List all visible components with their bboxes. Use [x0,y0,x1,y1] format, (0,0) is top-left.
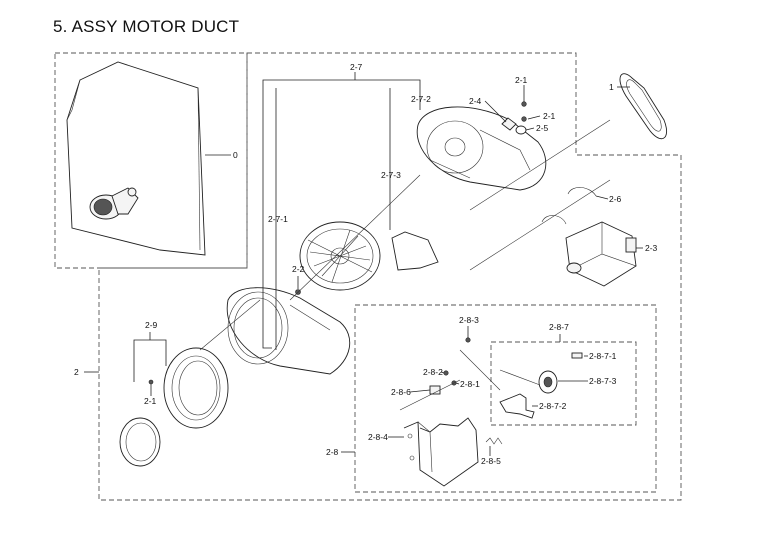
label-2-8-5: 2-8-5 [481,456,501,466]
part-2-8-7-1-shaft [571,352,583,359]
part-2-8-3-screw [465,337,471,343]
part-2-7-2-duct-housing-rear [416,106,547,191]
label-2-8-6: 2-8-6 [391,387,411,397]
label-2-8-1: 2-8-1 [460,379,480,389]
label-2-7-3: 2-7-3 [381,170,401,180]
label-2-7-2: 2-7-2 [411,94,431,104]
part-2-1-screw-mid [521,116,527,122]
assembly-paths [199,119,611,411]
label-2-8: 2-8 [326,447,339,457]
part-2-5-idler-pulley [515,125,527,135]
part-0-dryer-cabinet [66,61,206,256]
page-title: 5. ASSY MOTOR DUCT [53,17,240,36]
label-2-1-top: 2-1 [515,75,528,85]
frame-assembly-2-8 [354,304,657,493]
part-blower-impeller [299,221,381,291]
label-2-3: 2-3 [645,243,658,253]
label-2-8-7-1: 2-8-7-1 [589,351,617,361]
leader-lines [84,72,643,456]
part-2-8-7-2-plate [499,393,535,419]
part-2-7-3-duct-flap [391,231,439,271]
label-2-8-7: 2-8-7 [549,322,569,332]
label-2-7-1: 2-7-1 [268,214,288,224]
label-2-8-3: 2-8-3 [459,315,479,325]
label-2: 2 [74,367,79,377]
label-2-1-ring: 2-1 [144,396,157,406]
part-2-8-4-motor-bracket [403,417,479,487]
label-1: 1 [609,82,614,92]
part-2-9-duct-ring [163,347,229,429]
label-2-6: 2-6 [609,194,622,204]
frame-assembly-0 [54,52,248,269]
label-2-5: 2-5 [536,123,549,133]
label-2-8-7-3: 2-8-7-3 [589,376,617,386]
frame-assembly-2 [98,52,682,501]
part-2-8-5-spring [485,437,503,445]
part-1-belt [619,73,668,140]
label-2-8-2: 2-8-2 [423,367,443,377]
label-2-8-7-2: 2-8-7-2 [539,401,567,411]
part-2-1-screw-top [521,101,527,107]
label-0: 0 [233,150,238,160]
part-2-8-2-screw [443,370,449,376]
label-2-9: 2-9 [145,320,158,330]
part-2-6-clip-lower [541,215,567,225]
part-2-1-screw-ring [148,379,154,385]
part-2-9-seal-ring [119,417,161,467]
frame-assembly-2-8-7 [490,341,637,426]
label-2-4: 2-4 [469,96,482,106]
label-2-7: 2-7 [350,62,363,72]
part-2-7-1-duct-housing-front [226,287,351,375]
part-2-6-clip-upper [567,187,597,197]
part-2-8-7-3-pulley [538,370,558,394]
label-2-2: 2-2 [292,264,305,274]
label-2-8-4: 2-8-4 [368,432,388,442]
label-2-1-mid: 2-1 [543,111,556,121]
part-2-3-motor [565,221,637,287]
